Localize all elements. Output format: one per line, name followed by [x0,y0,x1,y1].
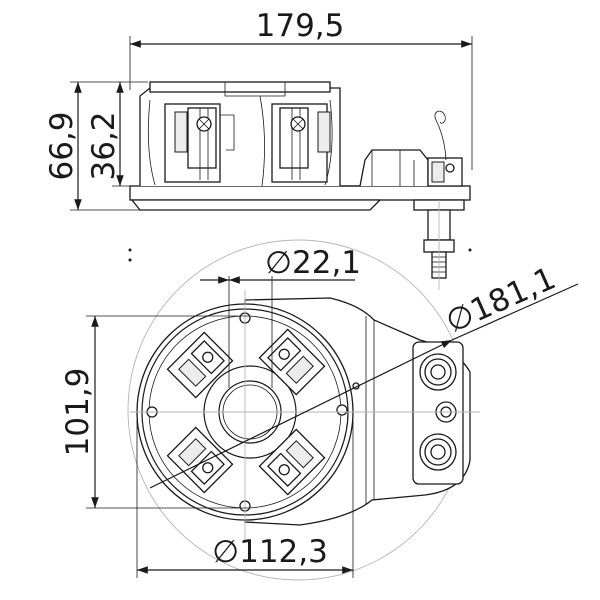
stud-bolt [413,199,465,290]
dim-width-total: 179,5 [256,8,345,44]
dim-outer-diameter: ∅181,1 [441,260,561,340]
stud-top [419,353,457,391]
connector-ribs [371,150,415,186]
housing-rim [149,81,331,93]
housing-curve [147,99,156,186]
side-view: 179,5 [44,8,473,290]
base-plate [129,185,471,201]
terminal-right [271,103,331,183]
connector-housing [340,149,429,187]
terminal-plan-tr [258,328,326,396]
base-lip [130,199,382,211]
screw-icon [202,351,214,363]
wire-loop-icon [434,110,447,161]
screw-icon [278,348,290,360]
terminal-plan-tl [166,331,234,399]
plan-view: ∅22,1 ∅181,1 101,9 ∅112,3 [60,239,579,581]
dim-body-height: 101,9 [60,368,96,457]
screw-icon [202,462,214,474]
mount-hole [336,404,348,416]
center-marks [128,248,472,262]
housing-curve [259,95,265,187]
dim-height-total: 66,9 [44,111,80,180]
terminal-plan-br [258,428,326,496]
housing-divider [224,82,286,97]
dim-bore-diameter: ∅22,1 [265,245,361,281]
dimension-line-outer [149,339,453,489]
terminal-plan-bl [166,426,234,494]
screw-icon [278,464,290,476]
dim-height-inner: 36,2 [86,111,122,180]
terminal-left [164,103,235,183]
stud-bottom [419,433,457,471]
dimension-line-outer-leader [451,283,579,341]
dim-body-diameter: ∅112,3 [212,534,328,570]
